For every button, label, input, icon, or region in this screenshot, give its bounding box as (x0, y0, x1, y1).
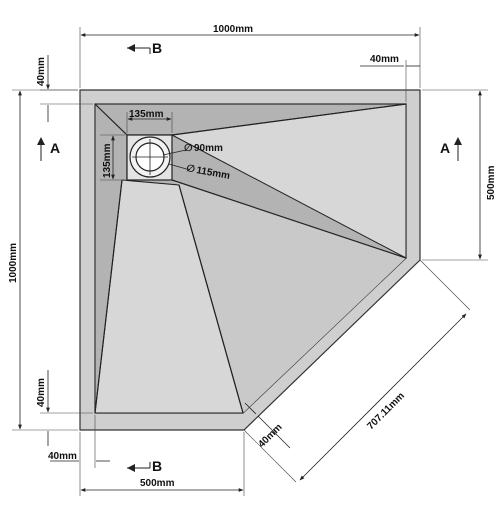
dim-left-rim-bottom-label: 40mm (36, 378, 47, 407)
dim-bottom-rim: 40mm (48, 415, 110, 468)
dim-right-depth: 500mm (422, 89, 497, 261)
dim-diagonal-length-label: 707.11mm (365, 390, 407, 432)
dim-waste-inner-label: 90mm (194, 143, 223, 154)
section-b-bottom: B (127, 458, 162, 474)
dim-diagonal-rim: 40mm (244, 402, 291, 450)
dim-waste-inner-symbol: ∅ (184, 143, 193, 154)
section-a-left-label: A (50, 140, 60, 156)
dim-waste-height: 135mm (100, 134, 125, 181)
section-b-top: B (127, 40, 162, 56)
dim-top-rim: 40mm (360, 54, 420, 102)
dim-left-rim-bottom: 40mm (36, 370, 93, 446)
dim-waste-width: 135mm (126, 109, 173, 133)
section-a-right: A (440, 137, 462, 161)
dim-waste-width-label: 135mm (129, 109, 164, 120)
section-b-bottom-label: B (152, 458, 162, 474)
dim-waste-height-label: 135mm (102, 143, 113, 178)
dim-top-width: 1000mm (79, 24, 421, 88)
dim-diagonal-rim-label: 40mm (256, 422, 284, 450)
dim-waste-outer-symbol: ∅ (185, 163, 195, 175)
section-b-top-label: B (152, 40, 162, 56)
dim-top-width-label: 1000mm (213, 24, 253, 35)
dim-left-height: 1000mm (8, 89, 78, 431)
dim-top-rim-label: 40mm (370, 54, 399, 65)
section-a-left: A (37, 137, 60, 161)
dim-left-rim-top-label: 40mm (36, 57, 47, 86)
panel-center (172, 180, 406, 413)
dim-bottom-width-label: 500mm (140, 478, 175, 489)
dim-right-depth-label: 500mm (486, 165, 497, 200)
waste-outlet (126, 134, 173, 181)
dim-left-height-label: 1000mm (8, 243, 19, 283)
dim-bottom-width: 500mm (79, 432, 245, 496)
dim-bottom-rim-label: 40mm (48, 451, 77, 462)
section-a-right-label: A (440, 140, 450, 156)
